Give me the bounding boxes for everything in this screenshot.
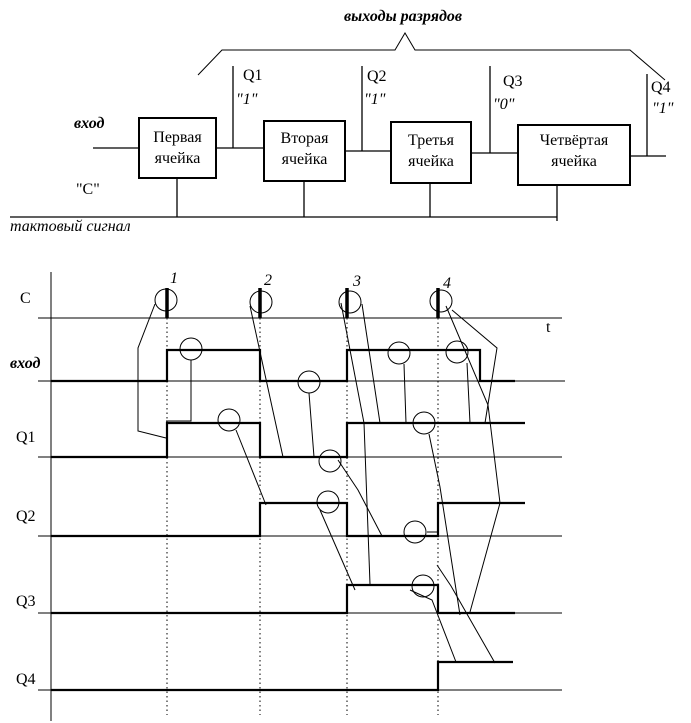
outputs-brace — [197, 32, 666, 81]
cell-1-line2: ячейка — [155, 150, 201, 167]
sampling-circles — [154, 288, 469, 598]
cell-2-line2: ячейка — [282, 151, 328, 168]
clock-number-4: 4 — [443, 275, 451, 292]
wiring — [10, 66, 666, 221]
row-label-input: вход — [10, 355, 41, 372]
row-label-c: C — [20, 290, 31, 307]
waveform-input — [51, 348, 515, 383]
cell-3: Третья ячейка — [390, 121, 472, 184]
time-label: t — [546, 319, 551, 336]
output-q2-name: Q2 — [367, 68, 387, 85]
row-label-q3: Q3 — [16, 593, 36, 610]
output-q3-name: Q3 — [503, 73, 523, 90]
output-q1-value: "1" — [236, 91, 258, 108]
clock-label: "C" — [76, 181, 100, 198]
row-label-q2: Q2 — [16, 508, 36, 525]
causal-connectors — [137, 302, 501, 664]
cell-2-line1: Вторая — [281, 130, 330, 147]
waveform-q1 — [51, 421, 525, 459]
cell-2: Вторая ячейка — [263, 120, 346, 182]
clock-signal-label: тактовый сигнал — [10, 218, 131, 235]
cell-1: Первая ячейка — [138, 117, 217, 179]
output-q4-name: Q4 — [651, 79, 671, 96]
row-label-q1: Q1 — [16, 429, 36, 446]
cell-1-line1: Первая — [153, 129, 202, 146]
clock-number-3: 3 — [352, 273, 361, 290]
row-label-q4: Q4 — [16, 671, 36, 688]
clock-pulses — [165, 288, 440, 318]
clock-number-1: 1 — [170, 270, 178, 287]
waveform-q2 — [51, 501, 525, 538]
clock-number-2: 2 — [264, 272, 272, 289]
outputs-label: выходы разрядов — [344, 8, 462, 25]
output-q4-value: "1" — [652, 100, 674, 117]
waveform-q4 — [51, 660, 513, 692]
cell-4-line1: Четвёртая — [540, 132, 609, 149]
cell-3-line1: Третья — [408, 132, 455, 149]
cell-4: Четвёртая ячейка — [517, 124, 631, 186]
clock-guides — [166, 300, 439, 715]
output-q3-value: "0" — [493, 96, 515, 113]
output-q1-name: Q1 — [243, 67, 263, 84]
cell-4-line2: ячейка — [551, 153, 597, 170]
waveform-q3 — [51, 583, 515, 615]
cell-3-line2: ячейка — [408, 153, 454, 170]
input-label: вход — [74, 115, 105, 132]
output-q2-value: "1" — [364, 91, 386, 108]
